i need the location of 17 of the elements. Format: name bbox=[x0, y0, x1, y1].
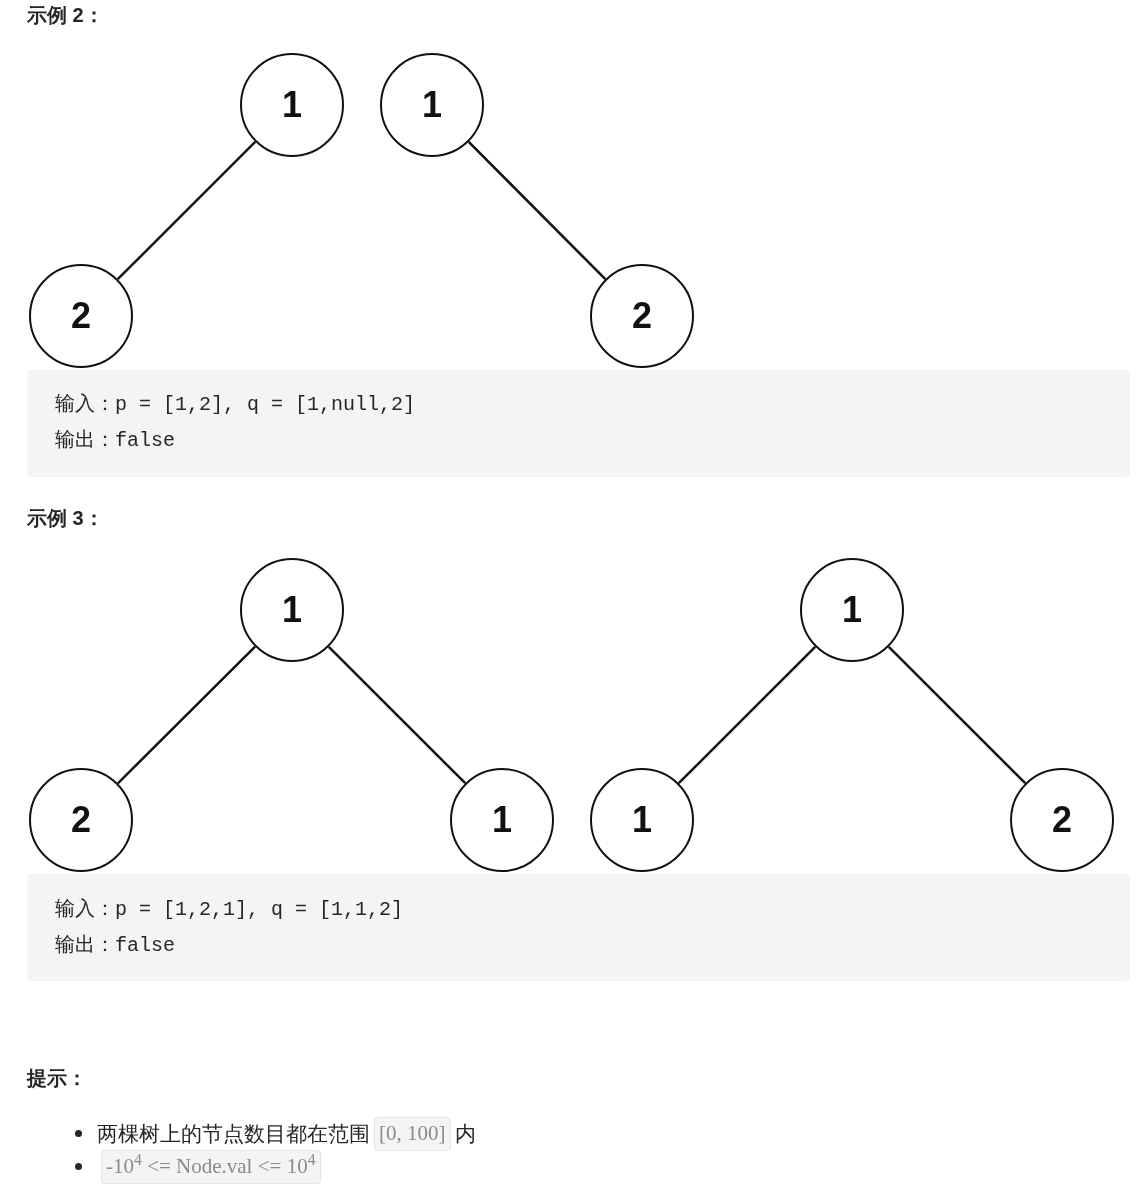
section-heading: 提示： bbox=[27, 1066, 87, 1091]
tree-edge bbox=[887, 645, 1027, 785]
section-heading: 示例 2： bbox=[27, 3, 104, 28]
tree-edge bbox=[677, 645, 817, 785]
hint-text: 两棵树上的节点数目都在范围 bbox=[97, 1121, 370, 1147]
inline-code: [0, 100] bbox=[374, 1117, 451, 1151]
tree-edge bbox=[327, 645, 467, 785]
tree-edge bbox=[467, 140, 607, 281]
code-line: 输出：false bbox=[55, 933, 175, 959]
code-line: 输入：p = [1,2], q = [1,null,2] bbox=[55, 392, 416, 418]
code-line: 输入：p = [1,2,1], q = [1,1,2] bbox=[55, 897, 404, 923]
code-line: 输出：false bbox=[55, 428, 175, 454]
hint-text: 内 bbox=[454, 1121, 476, 1147]
inline-code: -10$^{4}$ <= Node.val <= 10$^{4}$ bbox=[101, 1150, 321, 1184]
tree-edge bbox=[116, 140, 257, 281]
tree-edge bbox=[116, 645, 257, 785]
section-heading: 示例 3： bbox=[27, 506, 104, 531]
